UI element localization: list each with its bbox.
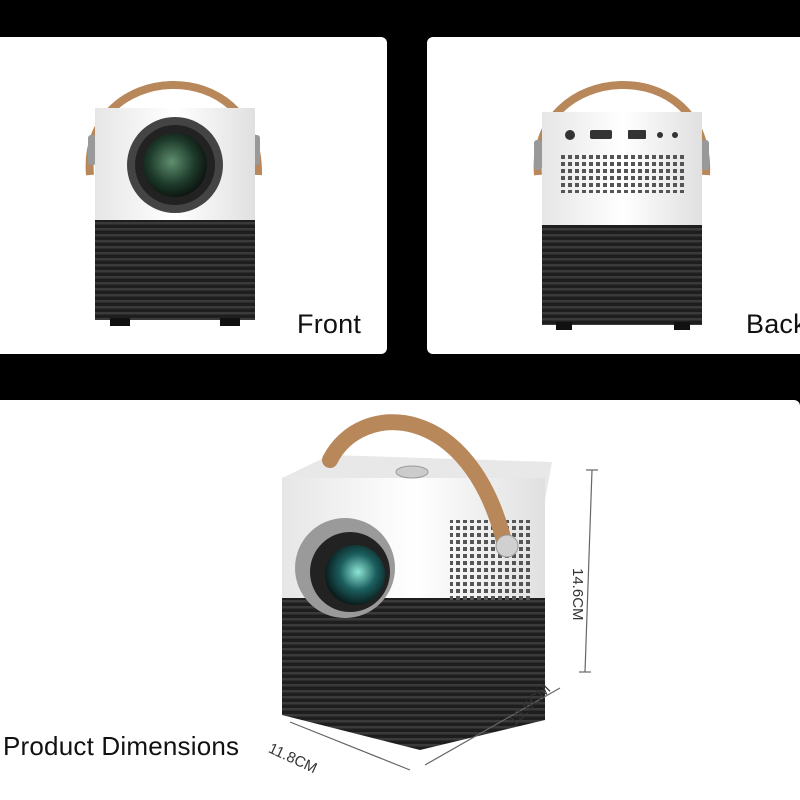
- front-label: Front: [297, 309, 362, 339]
- height-dimension: 14.6CM: [569, 568, 586, 621]
- usb-port-icon: [628, 130, 646, 139]
- dimensions-projector: [282, 414, 552, 750]
- vent-grid: [560, 155, 685, 193]
- body-black-grille: [95, 220, 255, 320]
- back-projector: [533, 81, 711, 330]
- vent-grid: [450, 520, 530, 600]
- front-projector: [85, 81, 263, 326]
- strap: [322, 414, 513, 553]
- body-black-grille: [542, 225, 702, 325]
- lens-icon: [325, 545, 385, 605]
- back-label: Back: [746, 309, 800, 339]
- dimension-lines: [289, 469, 598, 771]
- body-black-grille: [282, 598, 545, 750]
- power-port-icon: [565, 130, 575, 140]
- lens-icon: [143, 133, 207, 197]
- power-button: [395, 465, 429, 479]
- hdmi-port-icon: [590, 130, 612, 139]
- product-dimensions-label: Product Dimensions: [3, 731, 240, 761]
